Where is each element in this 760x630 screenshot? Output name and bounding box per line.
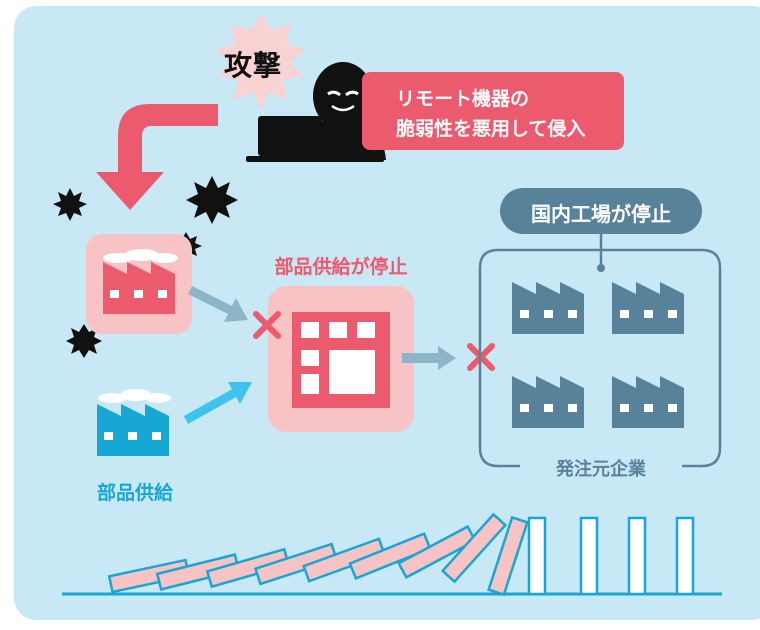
blocked-supply-arrow [187, 285, 248, 322]
domino-standing [527, 516, 547, 596]
domestic-factory-label: 国内工場が停止 [531, 202, 671, 226]
attack-arrow [96, 104, 218, 210]
domino-fallen [397, 524, 477, 580]
domino-fallen [205, 547, 291, 589]
supplier-factory [97, 389, 171, 456]
laptop-icon [246, 116, 384, 162]
parts-supply-label: 部品供給 [96, 482, 173, 504]
hacker-description-box [362, 72, 624, 150]
domino-standing [675, 516, 695, 596]
domino-fallen [440, 512, 508, 584]
damage-splat-icons [53, 176, 238, 358]
supply-arrow [183, 382, 252, 424]
blocked-delivery-arrow [402, 346, 456, 370]
attack-label: 攻撃 [224, 49, 283, 82]
parts-supply-stopped-label: 部品供給が停止 [274, 256, 408, 278]
stopped-parts-factory [268, 286, 414, 432]
domino-fallen [348, 531, 432, 581]
hacker-description-line1: リモート機器の [396, 88, 530, 110]
attack-burst [215, 14, 306, 110]
client-factory-group [478, 234, 722, 468]
attacked-factory [86, 234, 192, 334]
hacker-description-line2: 脆弱性を悪用して侵入 [396, 118, 586, 140]
domestic-label-pill [500, 188, 702, 234]
client-company-label: 発注元企業 [556, 459, 646, 480]
blocked-x-icon [253, 311, 281, 339]
domino-fallen [302, 537, 386, 583]
domino-standing [627, 516, 647, 596]
domino-fallen [253, 542, 339, 586]
domino-fallen [487, 515, 529, 597]
domino-standing [579, 516, 599, 596]
domino-chain [62, 512, 722, 597]
